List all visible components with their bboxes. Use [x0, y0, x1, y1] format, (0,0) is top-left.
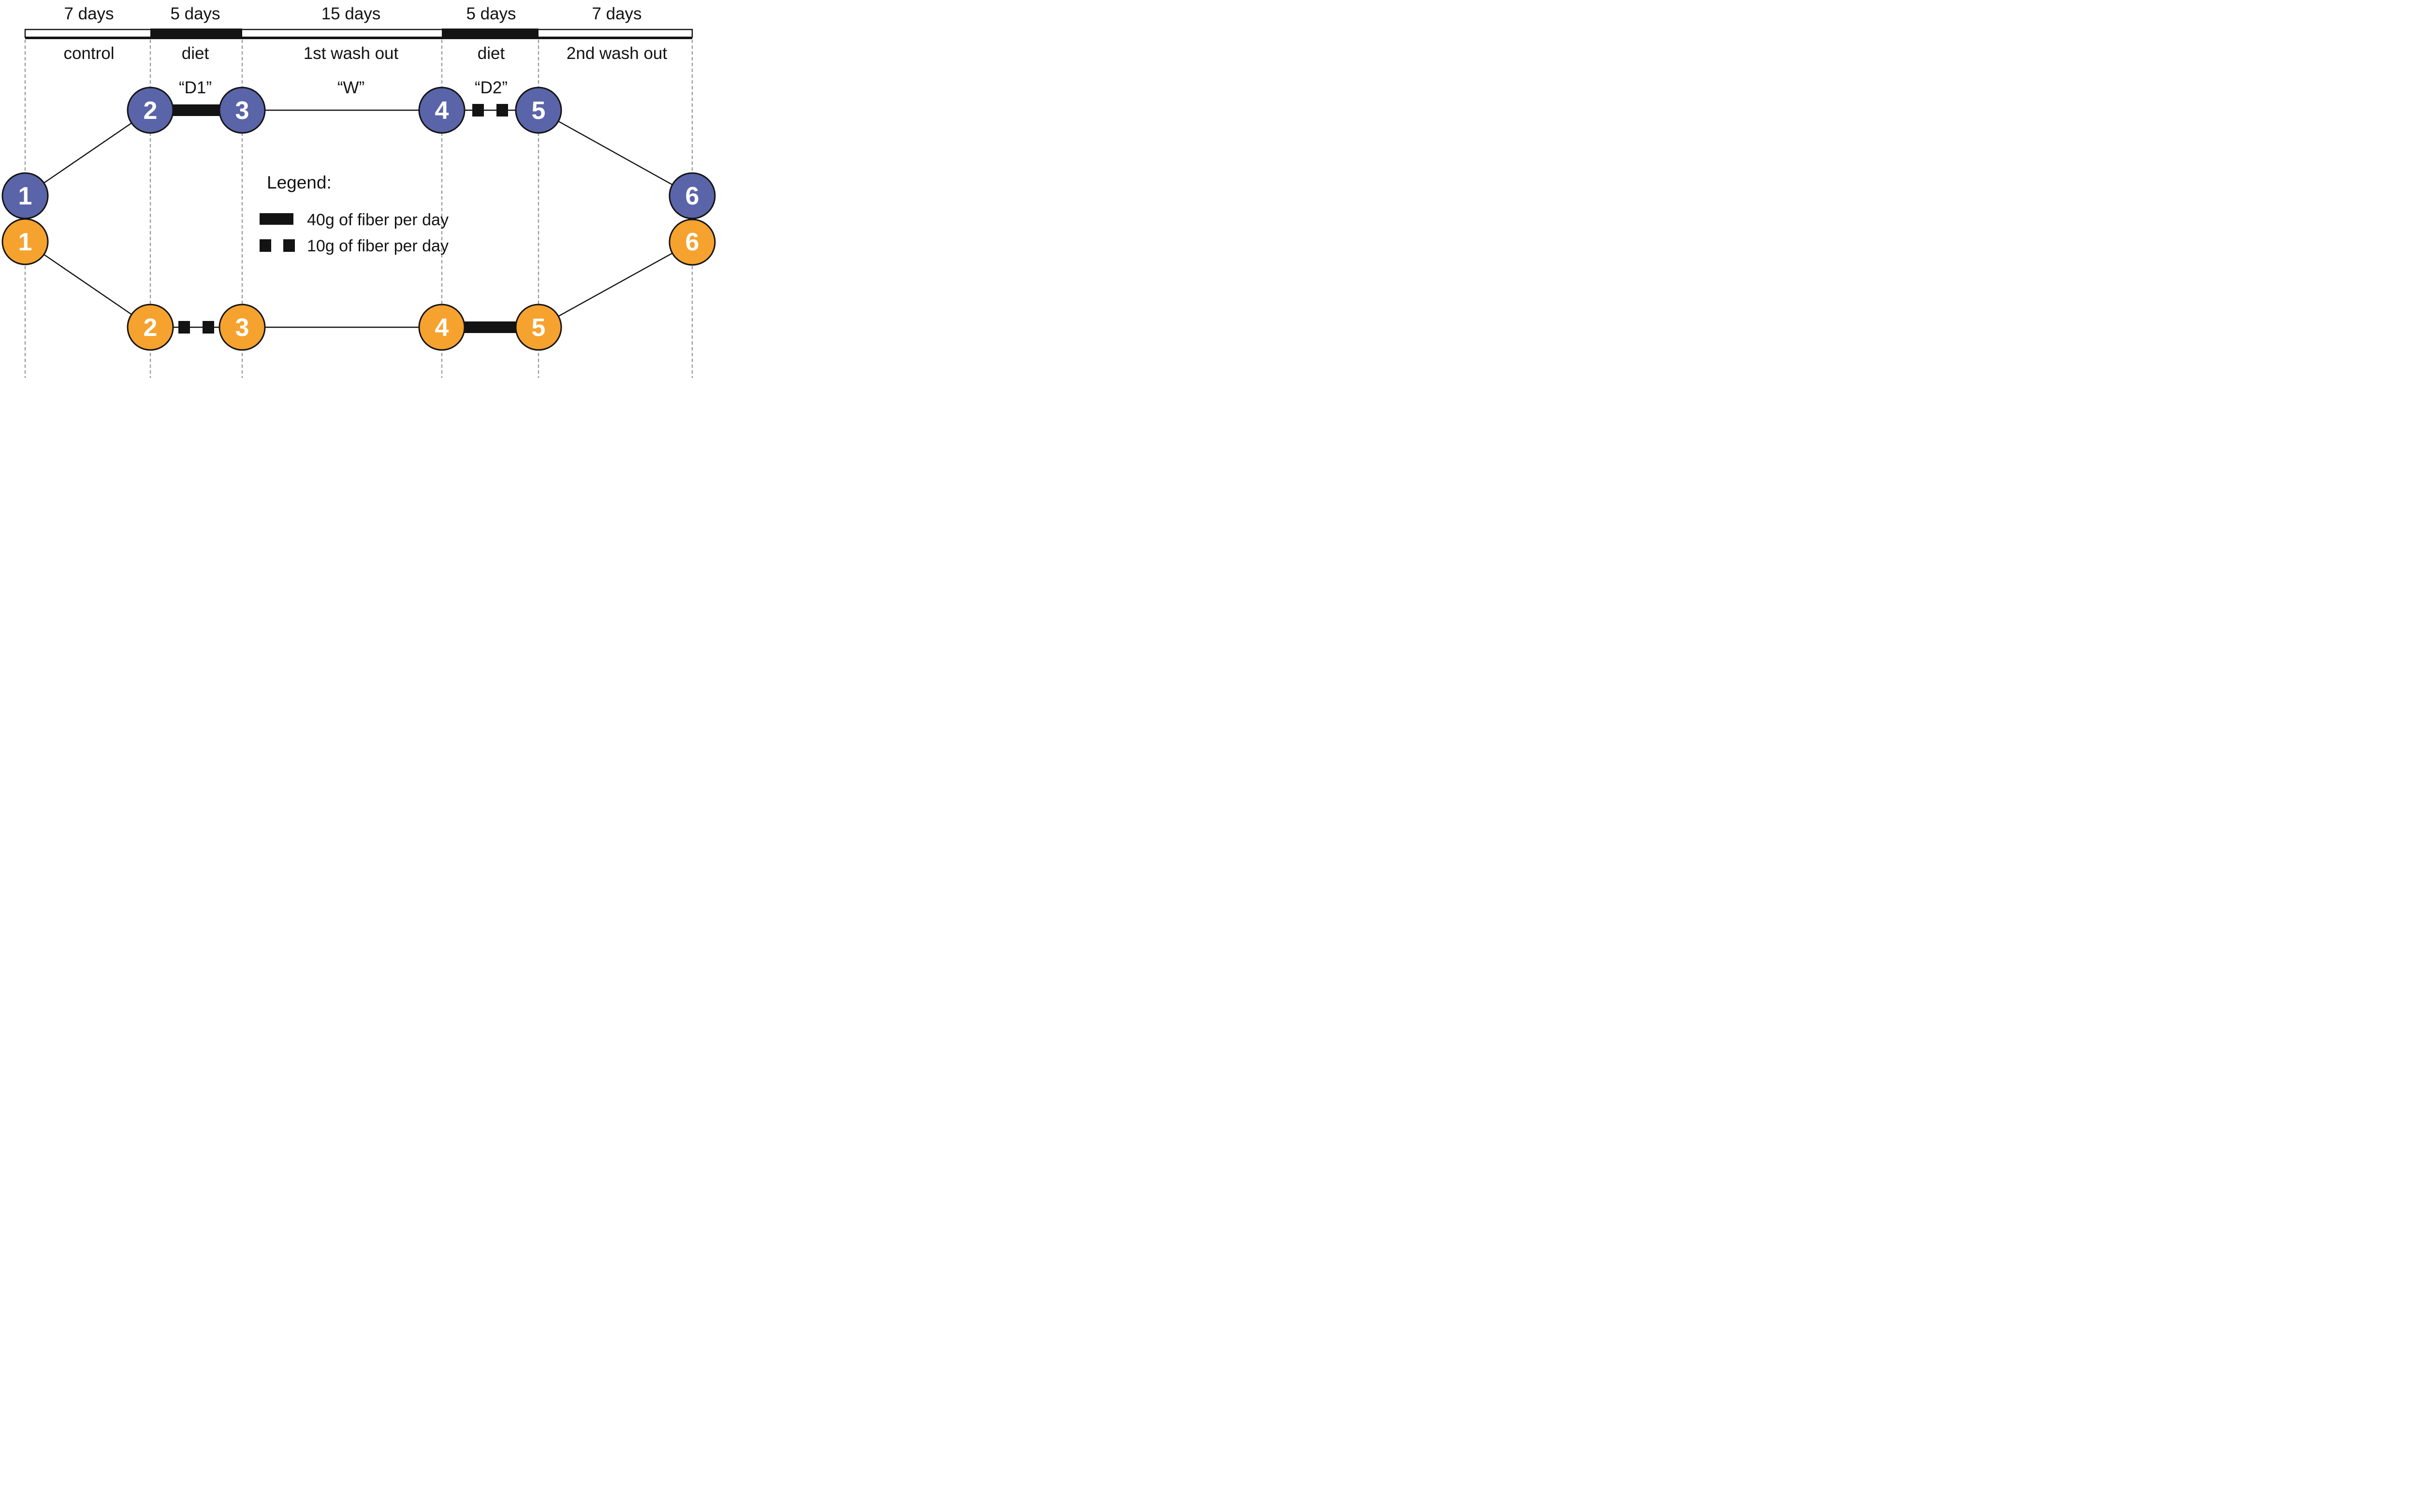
phase-name-diet1: diet — [182, 44, 209, 63]
phase-name-control: control — [63, 44, 114, 63]
orange-node-2 — [127, 304, 174, 351]
blue-node-2-number: 2 — [144, 97, 158, 125]
blue-node-2 — [127, 87, 174, 134]
legend-label-10g: 10g of fiber per day — [307, 237, 449, 255]
legend: Legend: 40g of fiber per day 10g of fibe… — [260, 173, 449, 255]
orange-node-6-number: 6 — [685, 228, 699, 256]
legend-square-1 — [260, 239, 271, 252]
orange-node-3 — [218, 304, 266, 351]
phase-code-d1: “D1” — [179, 78, 212, 97]
duration-label-diet2: 5 days — [466, 4, 516, 23]
duration-label-control: 7 days — [64, 4, 114, 23]
orange-node-1 — [1, 218, 49, 265]
study-design-figure: 7 days 5 days 15 days 5 days 7 days cont… — [0, 0, 720, 378]
blue-10g-square-1 — [472, 104, 484, 116]
orange-10g-square-1 — [178, 321, 190, 334]
blue-node-1-number: 1 — [18, 182, 32, 210]
legend-square-2 — [283, 239, 295, 252]
orange-node-4 — [418, 304, 466, 351]
phase-name-washout1: 1st wash out — [304, 44, 399, 63]
legend-label-40g: 40g of fiber per day — [307, 211, 449, 229]
thick-bar-icon — [260, 213, 293, 225]
duration-label-washout2: 7 days — [592, 4, 641, 23]
diet-segment-d1 — [150, 29, 242, 38]
phase-code-d2: “D2” — [475, 78, 508, 97]
phase-code-w: “W” — [337, 78, 364, 97]
dashed-squares-icon — [260, 239, 295, 252]
blue-node-6-number: 6 — [685, 182, 699, 210]
blue-connector-5-6 — [538, 109, 693, 197]
orange-node-5-number: 5 — [532, 314, 546, 342]
blue-connector-1-2 — [25, 110, 151, 196]
timeline-bar-track — [24, 29, 693, 38]
phase-code-labels: “D1” “W” “D2” — [179, 78, 508, 97]
blue-arm-nodes: 1 2 3 4 5 6 — [1, 87, 716, 219]
blue-node-5-number: 5 — [532, 97, 546, 125]
orange-node-5 — [515, 304, 562, 351]
legend-title: Legend: — [267, 173, 332, 192]
blue-node-4-number: 4 — [435, 97, 449, 125]
orange-connector-1-2 — [25, 241, 151, 328]
orange-node-6 — [669, 218, 716, 266]
blue-node-6 — [669, 172, 716, 219]
phase-name-labels: control diet 1st wash out diet 2nd wash … — [63, 44, 667, 63]
duration-labels: 7 days 5 days 15 days 5 days 7 days — [64, 4, 641, 23]
orange-node-4-number: 4 — [435, 314, 449, 342]
orange-node-2-number: 2 — [144, 314, 158, 342]
blue-node-3-number: 3 — [235, 97, 249, 125]
orange-10g-square-2 — [203, 321, 214, 334]
blue-10g-square-2 — [496, 104, 508, 116]
orange-arm-nodes: 1 2 3 4 5 6 — [1, 218, 716, 351]
phase-name-diet2: diet — [478, 44, 505, 63]
blue-node-3 — [218, 87, 266, 134]
blue-node-4 — [418, 87, 466, 134]
diet-segment-d2 — [442, 29, 539, 38]
study-design-canvas: 7 days 5 days 15 days 5 days 7 days cont… — [1, 4, 716, 378]
blue-node-5 — [515, 87, 562, 134]
timeline-bar — [24, 29, 693, 39]
orange-node-3-number: 3 — [235, 314, 249, 342]
duration-label-washout1: 15 days — [321, 4, 381, 23]
duration-label-diet1: 5 days — [170, 4, 220, 23]
orange-node-1-number: 1 — [18, 228, 32, 256]
orange-connector-5-6 — [538, 241, 693, 328]
phase-name-washout2: 2nd wash out — [567, 44, 667, 63]
